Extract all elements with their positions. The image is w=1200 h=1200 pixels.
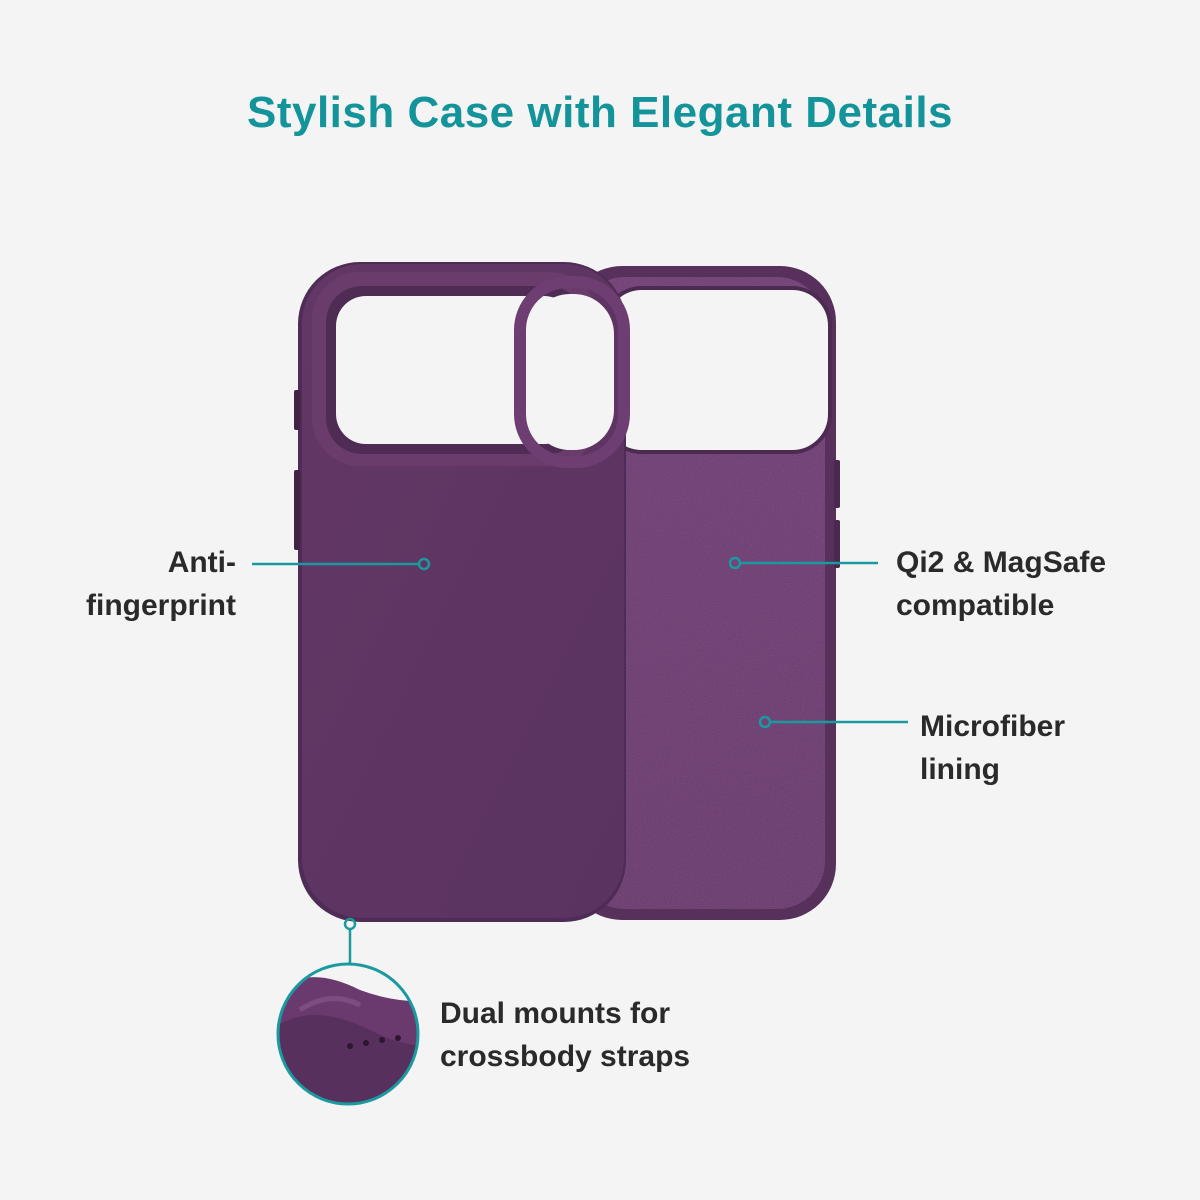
- page-title: Stylish Case with Elegant Details: [246, 88, 954, 137]
- anti-fingerprint-line2: fingerprint: [86, 589, 236, 622]
- rear-camera-ring: [514, 276, 630, 468]
- dual-mounts-zoom-circle: [276, 962, 420, 1106]
- dual-mounts-line1: Dual mounts for: [440, 997, 670, 1030]
- dual-mounts-pointer: [343, 917, 357, 964]
- qi2-magsafe-label: Qi2 & MagSafe compatible: [896, 541, 1186, 627]
- microfiber-line2: lining: [920, 753, 1000, 786]
- qi2-magsafe-line1: Qi2 & MagSafe: [896, 546, 1107, 579]
- anti-fingerprint-line1: Anti-: [167, 546, 236, 579]
- qi2-magsafe-pointer: [728, 556, 878, 570]
- qi2-magsafe-line2: compatible: [896, 589, 1055, 622]
- microfiber-pointer: [758, 715, 908, 729]
- microfiber-label: Microfiber lining: [920, 705, 1180, 791]
- anti-fingerprint-pointer: [252, 557, 431, 571]
- microfiber-line1: Microfiber: [920, 710, 1066, 743]
- dual-mounts-label: Dual mounts for crossbody straps: [440, 992, 820, 1078]
- anti-fingerprint-label: Anti- fingerprint: [40, 541, 236, 627]
- case-interior-view: [566, 266, 840, 920]
- dual-mounts-line2: crossbody straps: [440, 1040, 691, 1073]
